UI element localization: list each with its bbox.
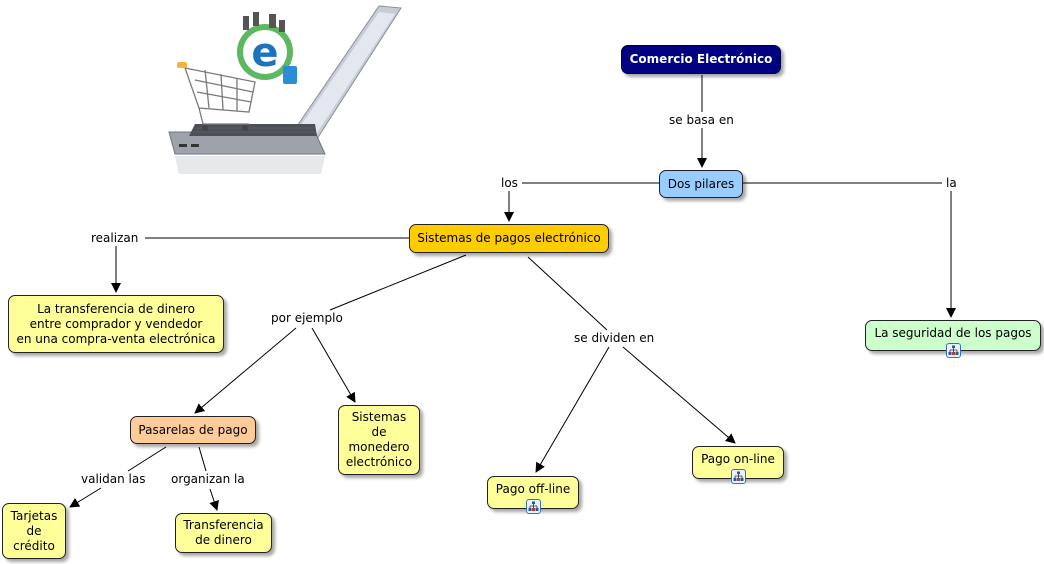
link-sedividen-online [622, 346, 736, 444]
concept-pasarelas-de-pago[interactable]: Pasarelas de pago [130, 416, 256, 444]
linking-phrase-validan-las[interactable]: validan las [78, 472, 149, 486]
linking-phrase-se-dividen-en[interactable]: se dividen en [571, 331, 658, 345]
concept-label: Transferencia de dinero [183, 518, 264, 547]
concept-dos-pilares[interactable]: Dos pilares [659, 170, 743, 198]
concept-label: Sistemas de pagos electrónico [417, 231, 601, 245]
concept-pago-on-line[interactable]: Pago on-line [692, 446, 784, 484]
concept-transferencia-comprador-vendedor[interactable]: La transferencia de dinero entre comprad… [8, 295, 224, 353]
concept-sistemas-de-pagos[interactable]: Sistemas de pagos electrónico [409, 224, 609, 253]
concept-seguridad-de-los-pagos[interactable]: La seguridad de los pagos [865, 320, 1041, 358]
concept-label: Pasarelas de pago [138, 422, 248, 437]
link-organizan-transferencia [209, 488, 219, 511]
link-pasarelas-validan [127, 446, 167, 472]
submap-icon[interactable] [945, 343, 961, 358]
linking-phrase-se-basa-en[interactable]: se basa en [666, 113, 737, 127]
link-porejemplo-monedero [311, 327, 356, 403]
concept-pago-off-line[interactable]: Pago off-line [487, 476, 579, 514]
concept-label: La transferencia de dinero entre comprad… [16, 301, 216, 346]
linking-phrase-los[interactable]: los [498, 176, 521, 190]
svg-text:e: e [251, 30, 278, 76]
link-sistemas-sedividen [527, 256, 608, 331]
concept-tarjetas-de-credito[interactable]: Tarjetas de crédito [2, 503, 66, 559]
linking-phrase-organizan-la[interactable]: organizan la [168, 472, 248, 486]
concept-label: Pago on-line [701, 452, 775, 466]
linking-phrase-la[interactable]: la [943, 176, 960, 190]
link-sistemas-porejemplo [329, 254, 467, 311]
concept-label: Sistemas de monedero electrónico [345, 410, 413, 469]
concept-label: Dos pilares [667, 176, 735, 191]
link-validan-tarjetas [69, 487, 102, 508]
concept-label: Pago off-line [495, 482, 571, 496]
submap-icon[interactable] [730, 469, 746, 484]
link-pasarelas-organizan [198, 446, 207, 472]
link-sedividen-offline [535, 346, 610, 473]
link-porejemplo-pasarelas [194, 327, 297, 414]
concept-comercio-electronico[interactable]: Comercio Electrónico [621, 45, 781, 74]
concept-label: Comercio Electrónico [629, 52, 773, 66]
submap-icon[interactable] [525, 499, 541, 514]
concept-label: Tarjetas de crédito [10, 508, 58, 553]
linking-phrase-realizan[interactable]: realizan [88, 231, 142, 245]
concept-transferencia-de-dinero[interactable]: Transferencia de dinero [175, 513, 272, 553]
linking-phrase-por-ejemplo[interactable]: por ejemplo [268, 311, 346, 325]
ecommerce-laptop-illustration: e [168, 5, 402, 174]
concept-label: La seguridad de los pagos [874, 326, 1032, 340]
concept-monedero-electronico[interactable]: Sistemas de monedero electrónico [338, 405, 420, 475]
